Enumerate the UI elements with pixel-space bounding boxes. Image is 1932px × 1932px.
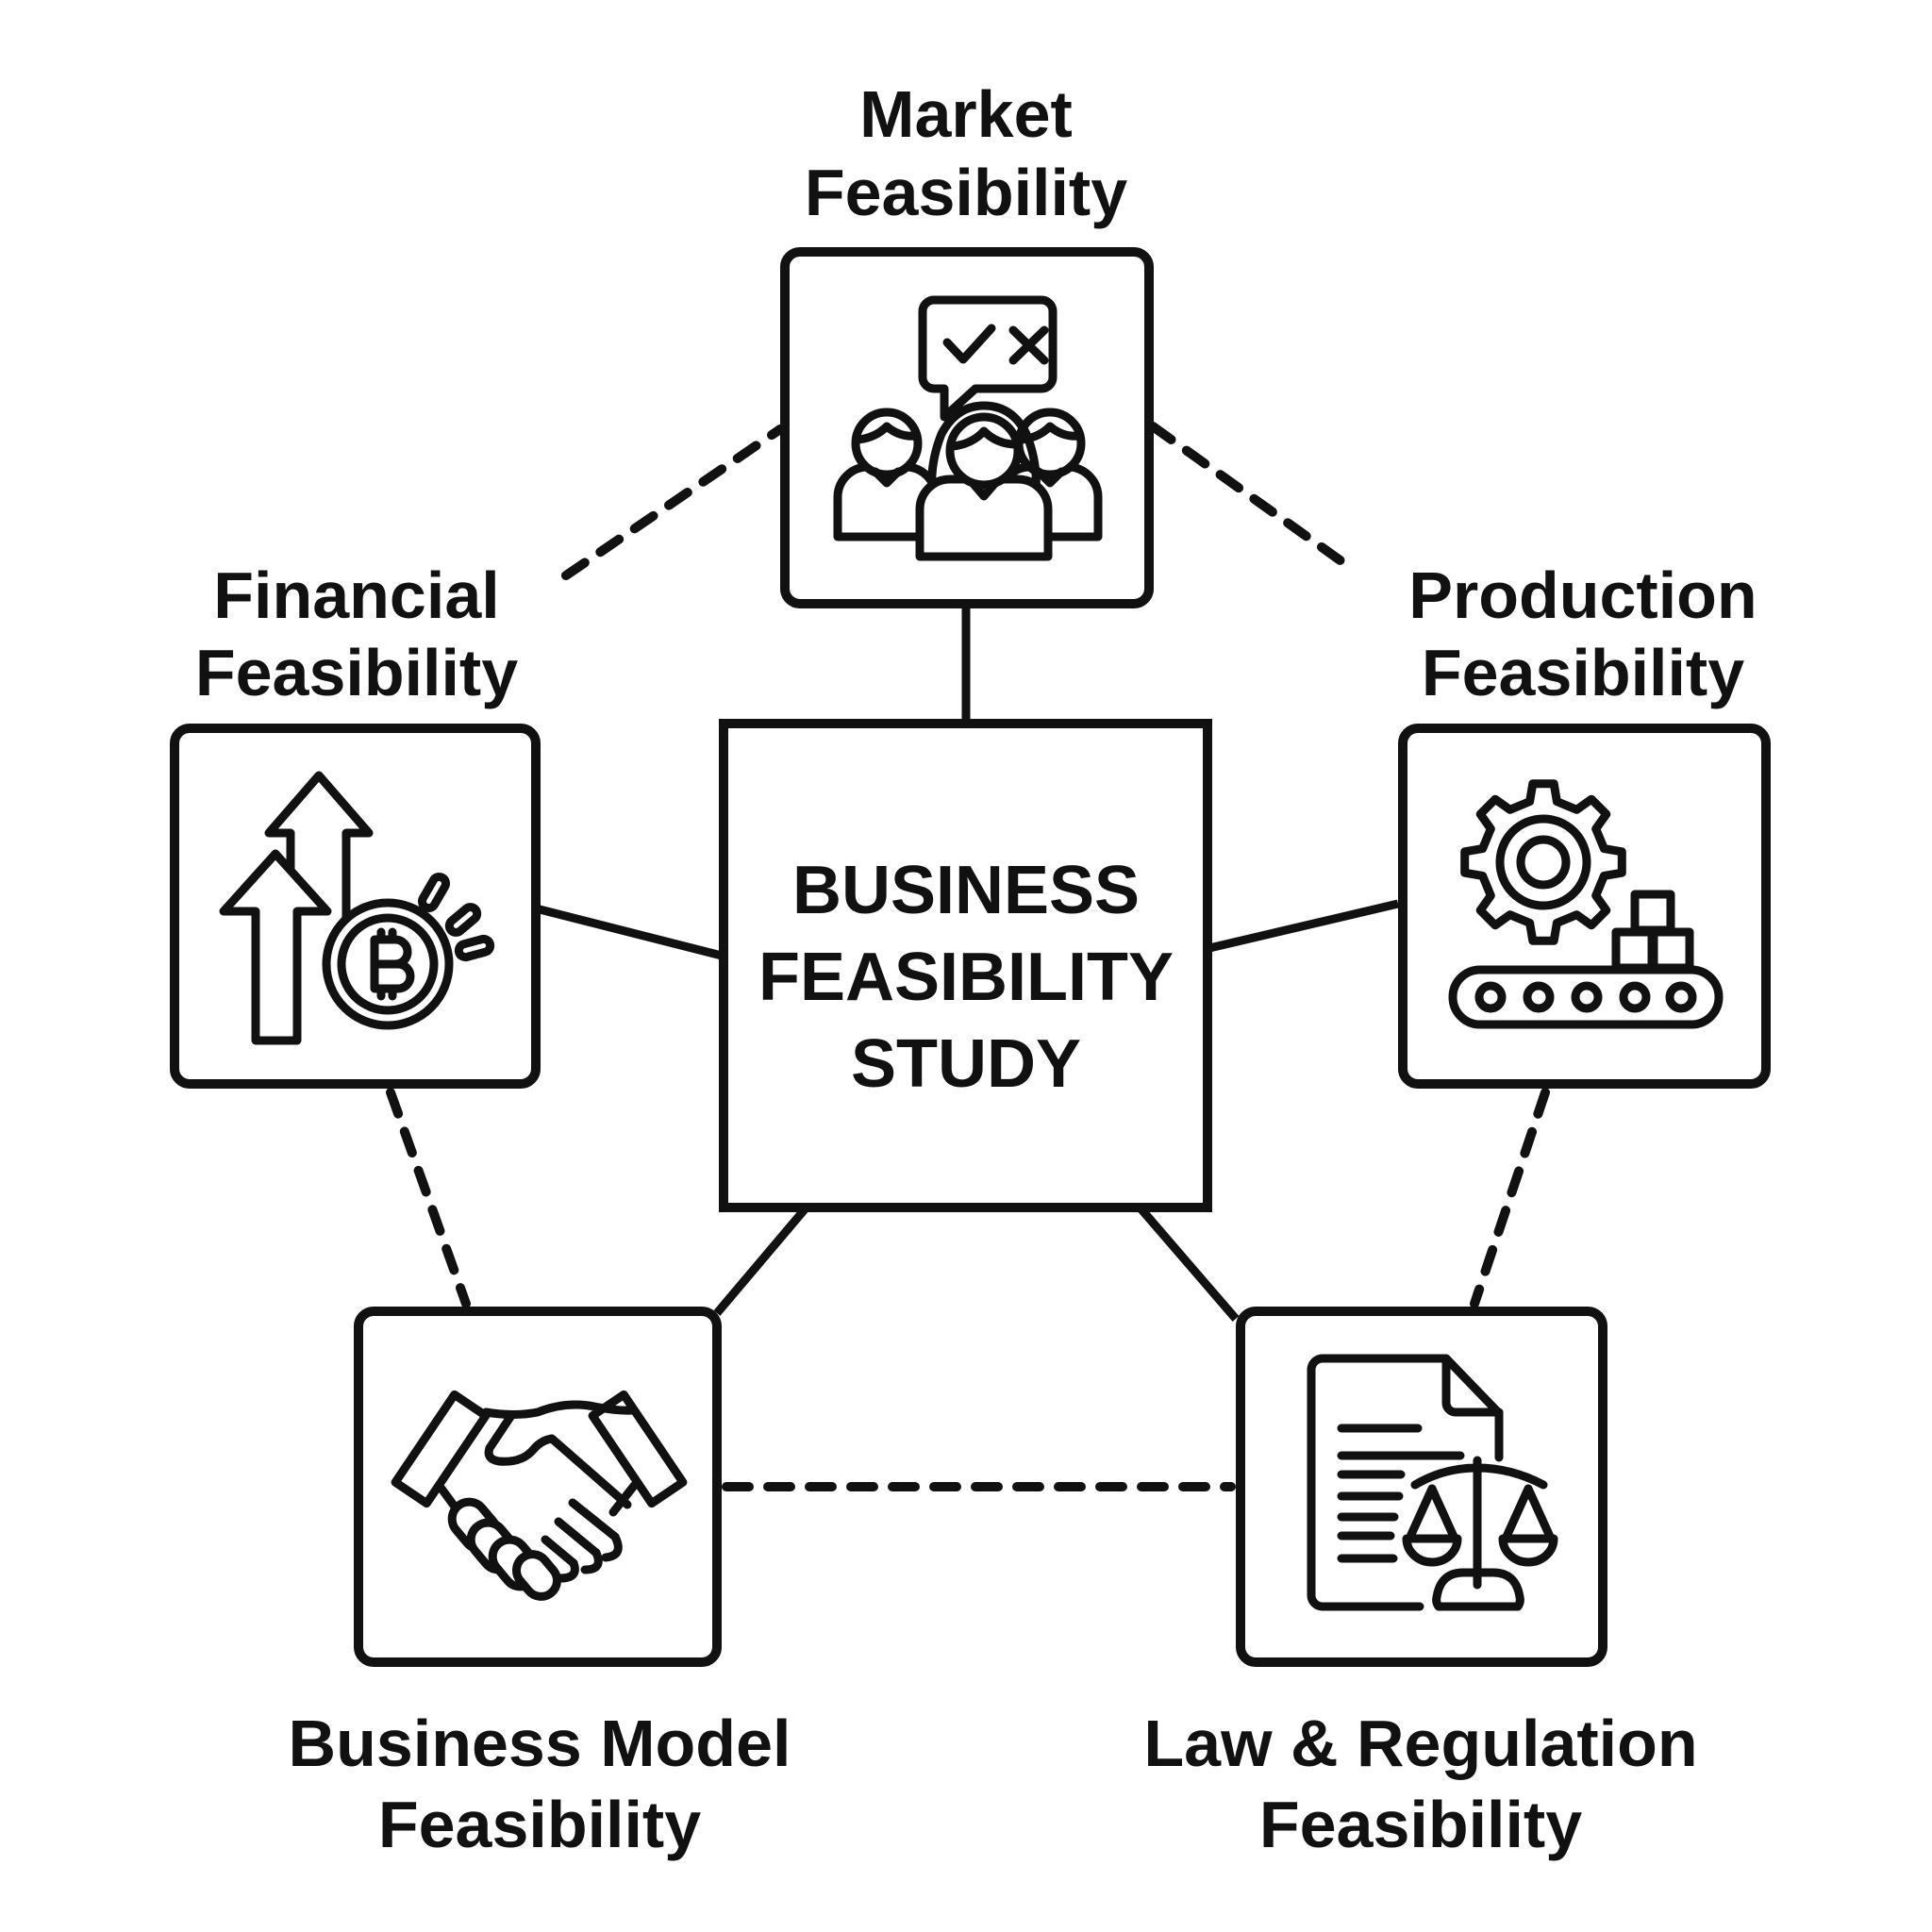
node-financial[interactable]: Financial Feasibility <box>170 558 541 1089</box>
business-model-label-line-1: Business Model <box>289 1707 791 1780</box>
connector-center-financial <box>538 905 724 960</box>
center-box <box>719 719 1212 1212</box>
production-box <box>1398 724 1771 1089</box>
document-scales-icon <box>1307 1354 1558 1611</box>
center-title-line-1: BUSINESS <box>792 853 1140 928</box>
connectors <box>386 422 1550 1491</box>
connector-market-production <box>1148 422 1346 566</box>
people-voting-icon <box>833 295 1103 561</box>
business-model-label-line-2: Feasibility <box>378 1788 701 1861</box>
center-node[interactable]: BUSINESS FEASIBILITY STUDY <box>719 719 1212 1212</box>
connector-center-business-model <box>713 1207 808 1316</box>
package-icon <box>1630 890 1675 935</box>
market-label-line-1: Market <box>859 77 1073 151</box>
market-label-line-2: Feasibility <box>805 156 1127 229</box>
gear-icon <box>1460 779 1626 945</box>
law-regulation-label-line-1: Law & Regulation <box>1143 1707 1697 1780</box>
node-production[interactable]: Production Feasibility <box>1398 558 1771 1089</box>
handshake-icon <box>391 1390 688 1601</box>
connector-center-law-regulation <box>1138 1207 1240 1322</box>
center-title-line-2: FEASIBILITY <box>758 940 1174 1015</box>
connector-financial-business-model <box>386 1088 471 1308</box>
arrows-up-bitcoin-icon <box>219 771 495 1045</box>
conveyor-belt-icon <box>1448 965 1724 1029</box>
production-label-line-1: Production <box>1408 558 1757 632</box>
law-regulation-label-line-2: Feasibility <box>1259 1788 1582 1861</box>
connector-financial-market <box>561 425 785 580</box>
document-icon <box>1307 1354 1504 1611</box>
center-title-line-3: STUDY <box>851 1026 1081 1102</box>
financial-label-line-1: Financial <box>213 558 499 632</box>
production-label-line-2: Feasibility <box>1422 636 1744 709</box>
connector-production-law-regulation <box>1470 1088 1550 1308</box>
gear-conveyor-icon <box>1448 779 1724 1029</box>
connector-center-production <box>1208 899 1400 953</box>
node-market[interactable]: Market Feasibility <box>780 77 1154 608</box>
node-business-model[interactable]: Business Model Feasibility <box>289 1307 791 1861</box>
scales-of-justice-icon <box>1402 1456 1558 1611</box>
node-law-regulation[interactable]: Law & Regulation Feasibility <box>1143 1307 1698 1861</box>
financial-label-line-2: Feasibility <box>195 636 518 709</box>
